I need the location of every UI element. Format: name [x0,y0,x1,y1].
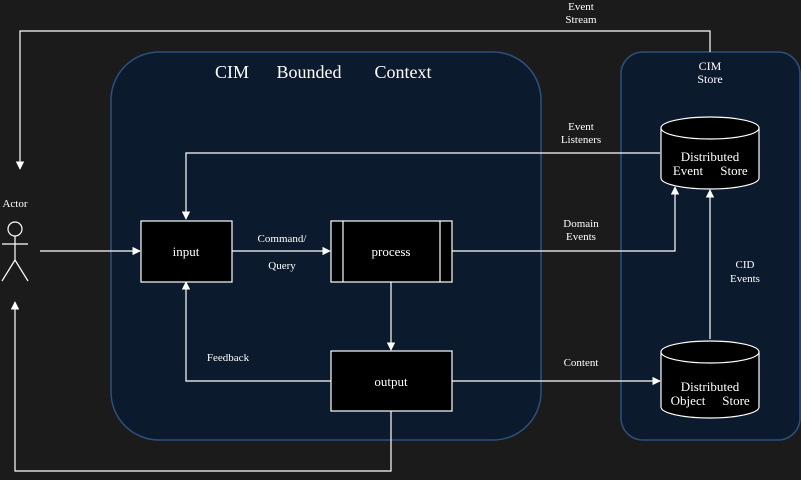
event-store-label-distributed: Distributed [681,149,740,164]
event-listeners-label-line1: Event [568,121,594,133]
output-node [330,350,453,412]
event-store-label-store: Store [720,163,748,178]
process-node [330,220,453,283]
event-listeners-label-line2: Listeners [561,134,601,146]
bounded-context-container [110,51,542,441]
input-node-label: input [173,244,200,259]
query-label: Query [268,260,296,272]
event-stream-label-line1: Event [568,1,594,13]
object-store-label-store: Store [722,393,750,408]
process-node-label: process [372,244,411,259]
input-node [140,220,233,283]
bounded-context-title-cim: CIM [215,62,249,82]
output-node-label: output [374,374,408,389]
actor-icon [1,221,29,282]
event-stream-edge [15,30,711,170]
actor-label: Actor [2,198,27,210]
event-listeners-edge [181,152,660,220]
object-store-label-distributed: Distributed [681,379,740,394]
cim-store-title-line2: Store [697,72,722,86]
feedback-label: Feedback [207,352,250,364]
domain-events-label-line1: Domain [563,218,599,230]
bounded-context-title-bounded: Bounded [277,62,342,82]
domain-events-label-line2: Events [566,231,596,243]
event-store-label-event: Event [673,163,704,178]
output-to-actor-edge [10,301,392,472]
domain-events-edge [452,186,680,252]
cim-store-title-line1: CIM [699,59,722,73]
object-store-cylinder [660,340,760,419]
cid-events-label-line2: Events [730,273,760,285]
cid-events-label-line1: CID [736,259,755,271]
bounded-context-title-context: Context [375,62,432,82]
content-label: Content [564,357,599,369]
feedback-edge [181,281,331,382]
event-stream-label-line2: Stream [565,14,597,26]
command-label: Command/ [258,233,308,245]
event-store-cylinder [660,116,760,190]
object-store-label-object: Object [671,393,706,408]
